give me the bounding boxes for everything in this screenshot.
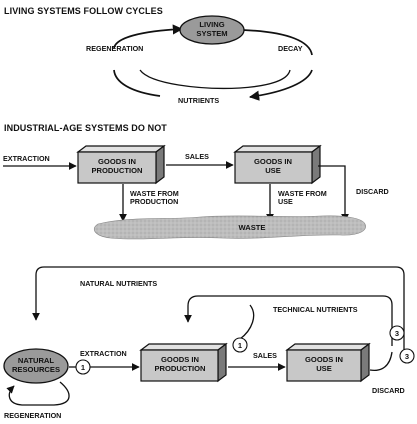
circular-extraction-label: EXTRACTION	[80, 349, 127, 358]
circular-use-box	[285, 342, 371, 383]
natural-nutrients-loop	[32, 266, 405, 350]
linear-use-box	[233, 144, 322, 185]
regeneration-label: REGENERATION	[86, 44, 143, 53]
technical-nutrients-feeder	[239, 304, 255, 340]
linear-discard-label: DISCARD	[356, 187, 389, 196]
technical-nutrients-label: TECHNICAL NUTRIENTS	[273, 305, 358, 314]
natural-nutrients-label: NATURAL NUTRIENTS	[80, 279, 157, 288]
cycle-inner-arc	[139, 69, 291, 89]
circular-production-box	[139, 342, 228, 383]
waste-blob	[94, 215, 366, 240]
living-system-oval	[179, 15, 245, 45]
technical-nutrients-loop	[184, 295, 393, 346]
industrial-heading: INDUSTRIAL-AGE SYSTEMS DO NOT	[4, 123, 167, 133]
sales-marker-1-text: 1	[238, 341, 242, 350]
linear-extraction-label: EXTRACTION	[3, 154, 50, 163]
circular-discard-curve	[369, 351, 393, 372]
decay-label: DECAY	[278, 44, 303, 53]
linear-production-box	[76, 144, 166, 185]
living-systems-heading: LIVING SYSTEMS FOLLOW CYCLES	[4, 6, 163, 16]
natural-marker-3-text: 3	[405, 352, 409, 361]
cycle-bottom-left-arc	[113, 69, 161, 97]
linear-discard-arrow	[318, 165, 349, 222]
cycle-right-arc	[248, 69, 313, 101]
linear-sales-label: SALES	[185, 152, 209, 161]
natural-resources-oval	[3, 348, 69, 384]
extraction-marker-1-text: 1	[81, 363, 85, 372]
sales-marker-1	[232, 337, 248, 353]
technical-marker-3-text: 3	[395, 329, 399, 338]
cycle-left-arc	[113, 24, 184, 49]
regeneration-loop	[6, 381, 70, 406]
natural-marker-3	[399, 348, 415, 364]
circular-discard-label: DISCARD	[372, 386, 405, 395]
nutrients-label: NUTRIENTS	[178, 96, 219, 105]
waste-label: WASTE	[238, 223, 265, 232]
cycle-top-right-arc	[242, 29, 313, 56]
technical-marker-3	[389, 325, 405, 341]
circular-regeneration-label: REGENERATION	[4, 411, 61, 420]
circular-sales-label: SALES	[253, 351, 277, 360]
